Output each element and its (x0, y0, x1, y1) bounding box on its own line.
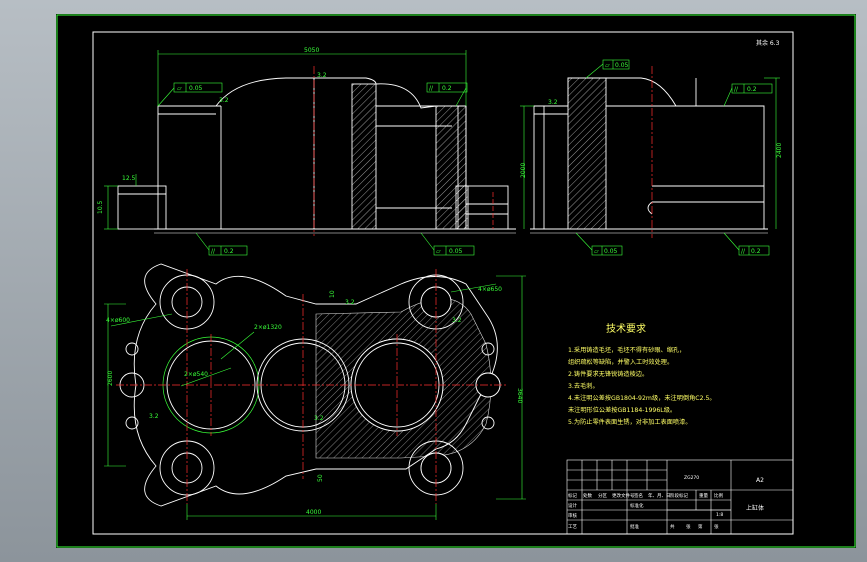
plan-view-dims (104, 275, 526, 520)
front-view-dim-text: 5050 10.5 12.5 ▱ 0.05 // 0.2 // 0.2 ▱ 0.… (97, 47, 463, 255)
dim-plan-bottom: 4000 (306, 509, 321, 516)
tb-stage: 阶段标记 (670, 492, 688, 499)
tech-title: 技术要求 (606, 322, 646, 335)
fcf-val-1: 0.05 (189, 85, 203, 92)
roughness-front-1: 3.2 (219, 97, 229, 104)
tb-row-1: 标记 (568, 492, 577, 499)
cad-drawing: 其余 6.3 (56, 14, 856, 548)
fcf-side-sym-2: // (734, 86, 739, 93)
dim-small: 12.5 (122, 175, 136, 182)
dim-overall-width: 5050 (304, 47, 319, 54)
dim-plan-right: 3640 (516, 388, 523, 403)
tb-sheet-1: 共 (670, 523, 675, 530)
tb-sheet-4: 张 (714, 523, 719, 530)
dim-small-bottom: 50 (317, 474, 324, 482)
tech-requirements: 技术要求 1.采用铸造毛坯，毛坯不得有砂眼、缩孔， 组织疏松等缺陷，并警入工时效… (568, 322, 716, 426)
dim-side-left: 2000 (520, 163, 527, 178)
fcf-sym-4: ▱ (436, 248, 441, 255)
fcf-val-3: 0.2 (224, 248, 234, 255)
front-view (117, 77, 516, 234)
tb-weight: 重量 (699, 492, 708, 499)
fcf-side-sym-1: ▱ (605, 62, 610, 69)
roughness-plan-4: 3.2 (452, 317, 462, 324)
fcf-side-val-3: 0.05 (604, 248, 618, 255)
drawing-sheet: 其余 6.3 (56, 14, 856, 548)
fcf-sym-1: ▱ (177, 85, 182, 92)
tb-ratio: 1:8 (716, 512, 723, 518)
tb-sheet-2: 张 (686, 523, 691, 530)
drawing-frame (92, 31, 794, 535)
tb-process: 工艺 (568, 524, 577, 530)
dim-side-right: 2400 (776, 143, 783, 158)
side-view-dims (520, 59, 780, 256)
fcf-side-sym-3: ▱ (594, 248, 599, 255)
side-view (530, 77, 768, 234)
dim-hole-right: 4×ø650 (478, 286, 502, 293)
tb-sheet-3: 第 (698, 523, 703, 530)
roughness-plan-3: 3.2 (314, 415, 324, 422)
tb-row-5: 签名 (634, 492, 643, 499)
tb-scale: A2 (756, 477, 764, 484)
fcf-val-4: 0.05 (449, 248, 463, 255)
tb-row-4: 更改文件号 (612, 492, 635, 499)
dim-bore-2: 2×ø540 (184, 371, 208, 378)
tb-material: ZG270 (684, 475, 699, 481)
side-view-dim-text: 2000 2400 ▱ 0.05 // 0.2 ▱ 0.05 // 0.2 3.… (520, 62, 783, 255)
sheet-border-outer (56, 14, 856, 548)
tech-item-7: 5.为防止零件表面生锈，对非加工表面喷漆。 (568, 418, 691, 426)
roughness-plan-2: 3.2 (149, 413, 159, 420)
tb-row-2: 处数 (583, 492, 592, 499)
tb-design: 设计 (568, 502, 577, 509)
dim-hole-left: 4×ø600 (106, 317, 130, 324)
tech-item-2: 组织疏松等缺陷，并警入工时效处理。 (568, 358, 673, 366)
tb-ratio-label: 比例 (714, 492, 723, 499)
tb-review: 审核 (568, 512, 577, 519)
tb-row-3: 分区 (598, 492, 607, 499)
tech-item-1: 1.采用铸造毛坯，毛坯不得有砂眼、缩孔， (568, 346, 685, 354)
plan-view-dim-text: 4×ø600 4×ø650 2×ø1320 2×ø540 2600 3640 4… (106, 286, 523, 516)
front-view-dims (104, 50, 475, 256)
tb-part-name: 上缸体 (746, 504, 764, 512)
fcf-sym-2: // (429, 85, 434, 92)
title-block (566, 459, 794, 535)
tech-item-4: 3.去毛刺。 (568, 382, 599, 390)
fcf-side-val-4: 0.2 (751, 248, 761, 255)
plan-centerlines (116, 269, 506, 504)
roughness-side: 3.2 (548, 99, 558, 106)
tech-item-5: 4.未注明公差按GB1804-92m级，未注明倒角C2.5。 (568, 394, 716, 402)
fcf-side-sym-4: // (741, 248, 746, 255)
roughness-plan-1: 3.2 (345, 299, 355, 306)
dim-bore-1: 2×ø1320 (254, 324, 282, 331)
tb-approve: 批准 (630, 523, 639, 530)
fcf-side-val-2: 0.2 (747, 86, 757, 93)
fcf-sym-3: // (211, 248, 216, 255)
roughness-front-2: 3.2 (317, 72, 327, 79)
tech-item-6: 未注明形位公差按GB1184-1996L级。 (568, 406, 676, 414)
dim-plan-left: 2600 (107, 371, 114, 386)
tech-item-3: 2.铸件要求无锋锐铸造棱边。 (568, 370, 648, 378)
tb-row-6: 年、月、日 (648, 492, 671, 499)
fcf-side-val-1: 0.05 (615, 62, 629, 69)
corner-mark: 其余 6.3 (756, 39, 780, 47)
tb-standard: 标准化 (630, 502, 644, 509)
dim-small-top: 10 (329, 290, 336, 298)
dim-height: 10.5 (97, 200, 104, 214)
fcf-val-2: 0.2 (442, 85, 452, 92)
title-block-text: ZG270 A2 上缸体 标记 处数 分区 更改文件号 签名 年、月、日 设计 … (568, 475, 764, 530)
